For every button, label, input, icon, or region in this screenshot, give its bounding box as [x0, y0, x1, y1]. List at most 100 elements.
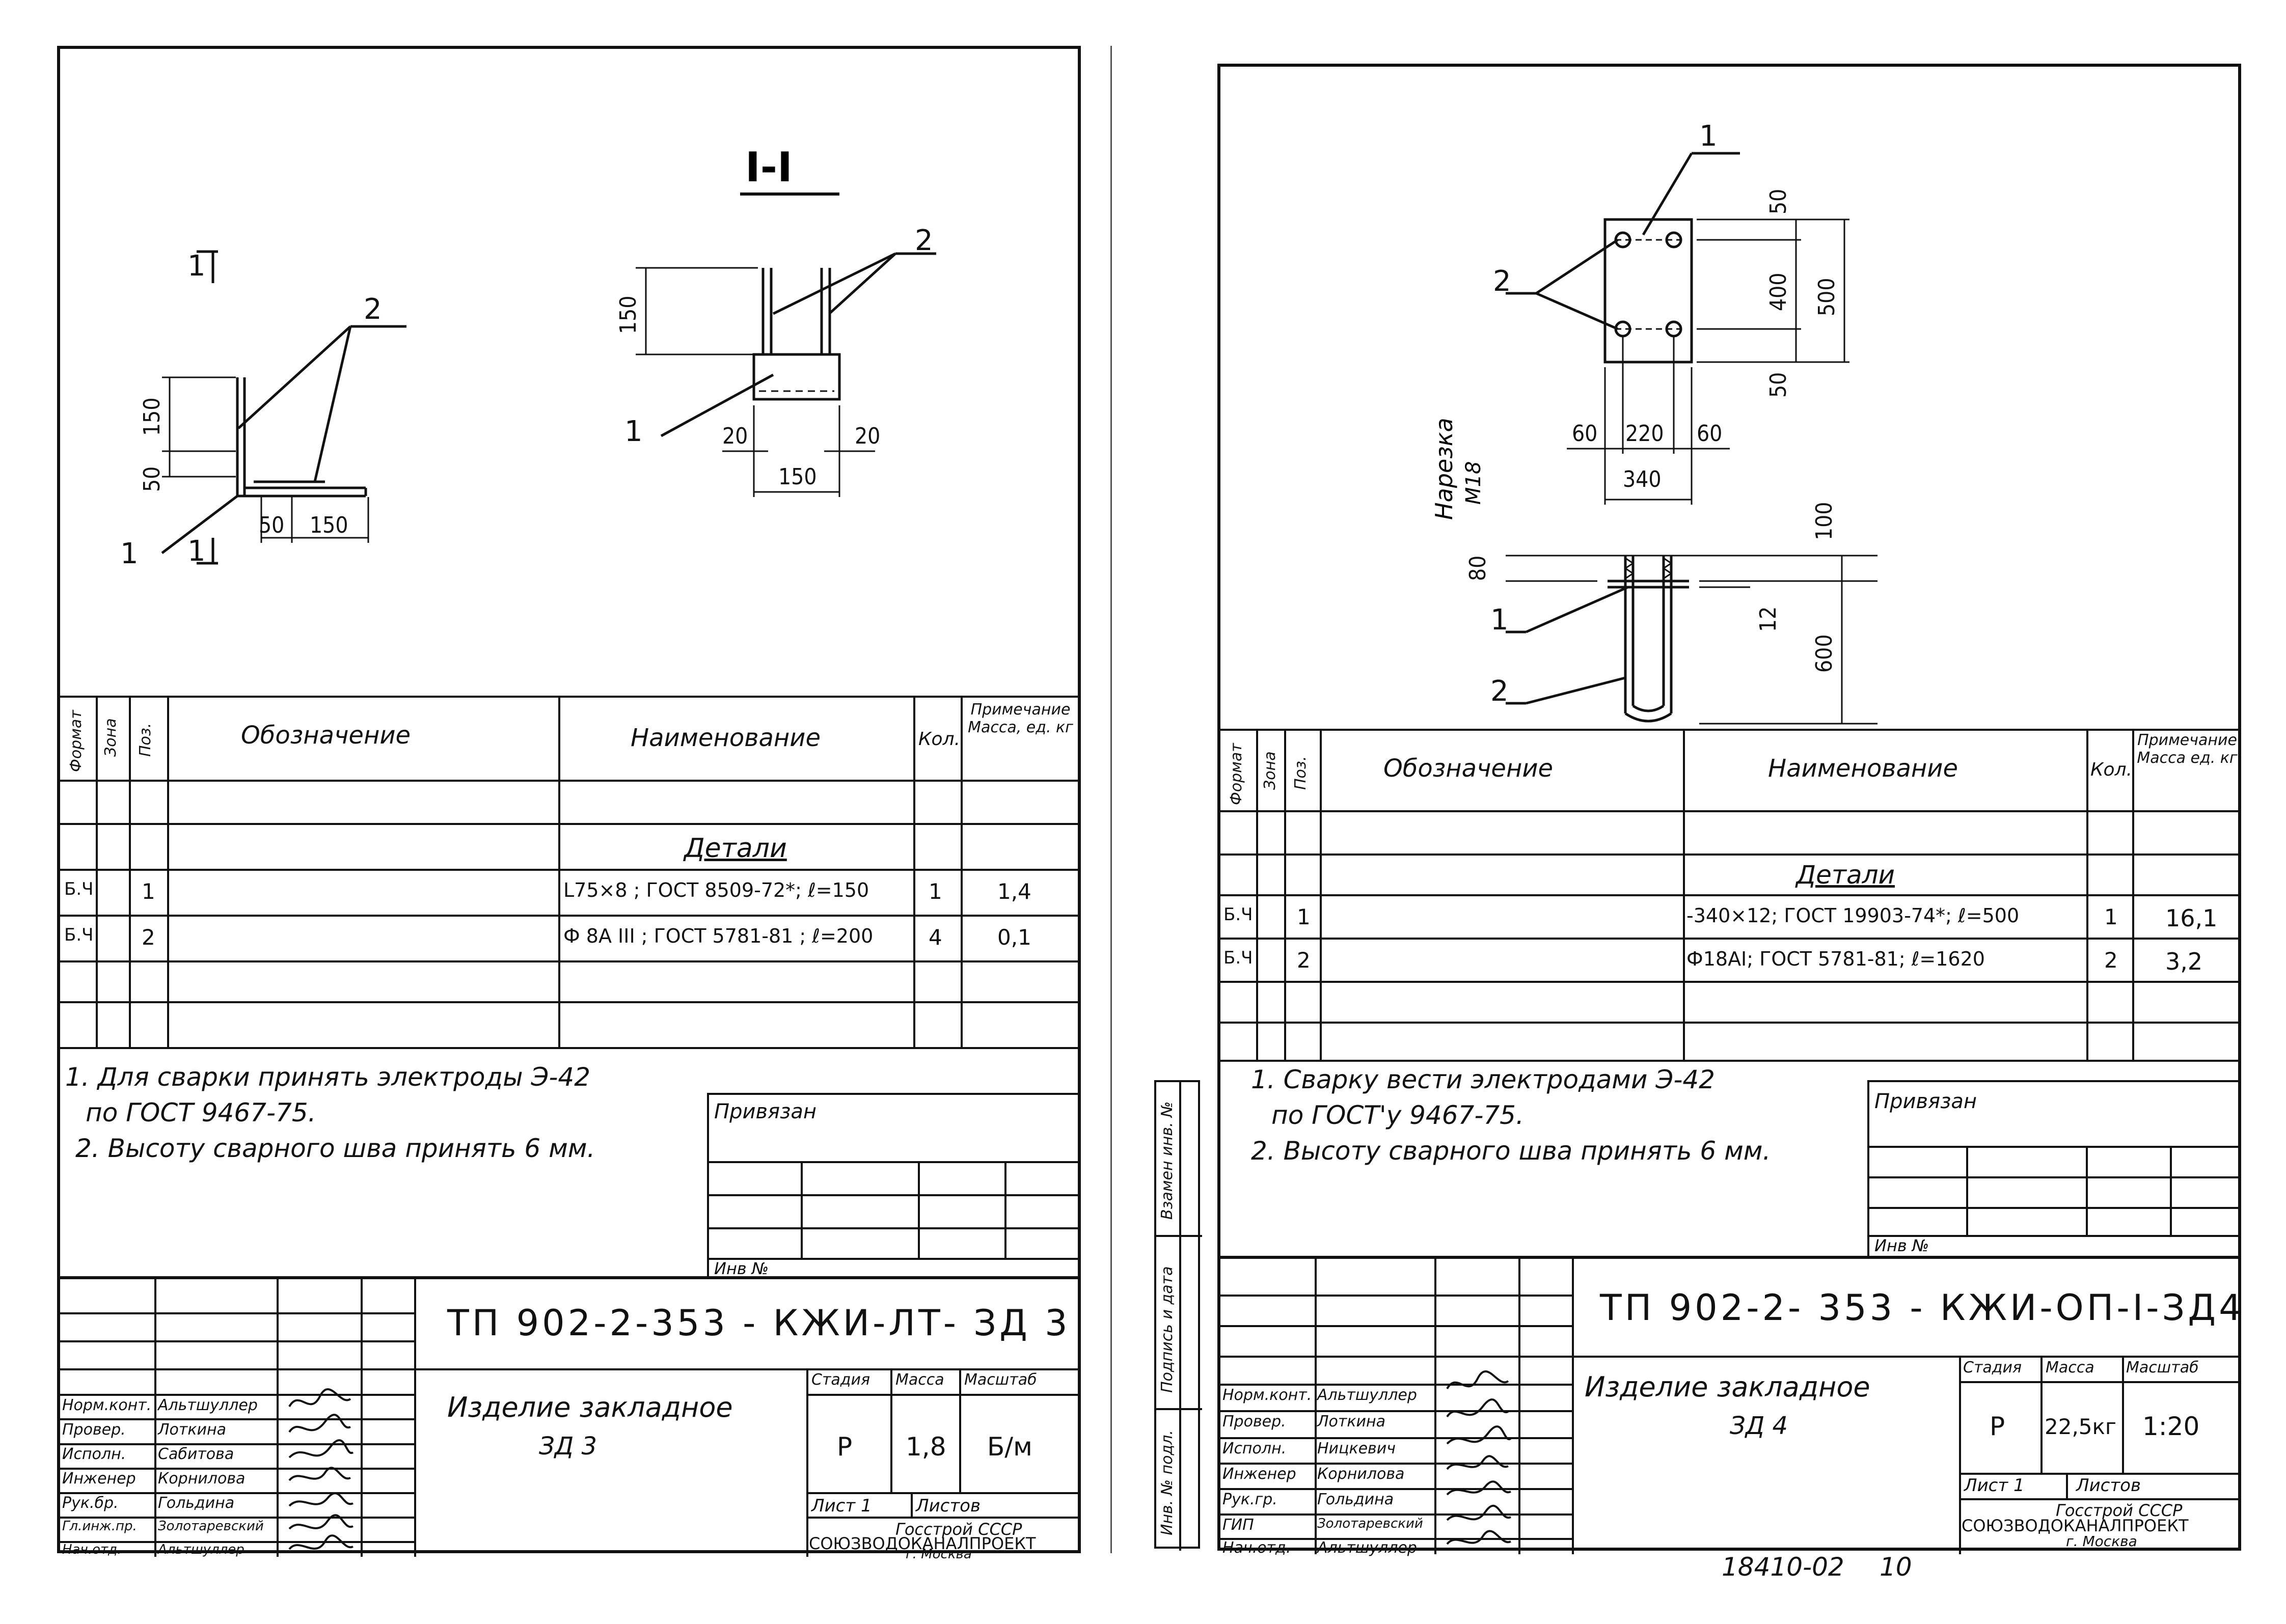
dim-400: 400: [1765, 272, 1791, 311]
sheet-left: 1 1 2 1 150 50 50 150 I-I 2 1 150 20 20 …: [57, 46, 1081, 1562]
label-pos1-side: 1: [1490, 603, 1509, 637]
header-designation: Обозначение: [241, 721, 411, 750]
row1-mass: 1,4: [997, 879, 1031, 904]
spec-table-left: Формат Зона Поз. Обозначение Наименовани…: [60, 696, 1079, 1052]
page-number: 10: [1880, 1552, 1912, 1582]
r-name-1: Лоткина: [1317, 1413, 1386, 1430]
dim-60b: 60: [1697, 421, 1722, 447]
product-name-left: Изделие закладное: [447, 1391, 733, 1423]
org3-right: г. Москва: [2066, 1533, 2137, 1550]
dim-150c: 150: [615, 295, 641, 334]
inv-label-r: Инв №: [1874, 1236, 1929, 1255]
bind-title: Привязан: [714, 1100, 817, 1123]
cut-mark-top: 1: [187, 250, 206, 283]
header-note-r: Примечание Масса ед. кг: [2137, 731, 2238, 767]
spec-section-label: Детали: [684, 833, 787, 864]
header-designation-r: Обозначение: [1383, 754, 1554, 783]
label-pos1-section: 1: [624, 415, 643, 448]
mass-label-right: Масса: [2046, 1359, 2094, 1377]
note-r-1: 1. Сварку вести электродами Э-42: [1251, 1065, 1715, 1094]
r-row1-format: Б.Ч: [1223, 904, 1253, 925]
bind-box-right: Привязан Инв №: [1867, 1080, 2241, 1258]
dim-50b: 50: [259, 512, 284, 538]
product-code-right: ЗД 4: [1730, 1412, 1788, 1440]
bind-title-r: Привязан: [1874, 1090, 1977, 1113]
stage-label-left: Стадия: [811, 1371, 870, 1389]
note-r-1b: по ГОСТ'у 9467-75.: [1271, 1100, 1524, 1130]
row2-mass: 0,1: [997, 925, 1031, 950]
header-note: Примечание Масса, ед. кг: [968, 701, 1073, 736]
signatures-left: [288, 1388, 354, 1550]
dim-100: 100: [1811, 502, 1837, 540]
stamp-inv-orig: Инв. № подл.: [1158, 1430, 1176, 1535]
org1-right: Госстрой СССР: [2056, 1501, 2183, 1520]
mass-right: 22,5кг: [2045, 1414, 2116, 1439]
spec-table-right: Формат Зона Поз. Обозначение Наименовани…: [1220, 729, 2239, 1065]
scale-left: Б/м: [987, 1432, 1032, 1462]
r-role-3: Инженер: [1222, 1465, 1296, 1483]
name-5: Золотаревский: [158, 1519, 264, 1534]
label-pos1-plan: 1: [1699, 120, 1718, 153]
thread-label: Нарезка: [1430, 418, 1458, 520]
dim-50a: 50: [139, 466, 165, 492]
header-zone: Зона: [102, 718, 120, 757]
role-6: Нач.отд.: [62, 1542, 122, 1557]
stage-label-right: Стадия: [1963, 1359, 2022, 1377]
dim-20a: 20: [722, 423, 748, 449]
drawing-zd3: 1 1 2 1 150 50 50 150 I-I 2 1 150 20 20 …: [120, 144, 936, 570]
bind-box-left: Привязан Инв №: [707, 1093, 1081, 1278]
header-format-r: Формат: [1228, 743, 1245, 805]
r-name-0: Альтшуллер: [1317, 1386, 1417, 1404]
r-name-4: Гольдина: [1317, 1491, 1394, 1508]
scale-label-left: Масштаб: [964, 1371, 1037, 1389]
r-row1-name: -340×12; ГОСТ 19903-74*; ℓ=500: [1686, 904, 2020, 927]
note-2: 2. Высоту сварного шва принять 6 мм.: [75, 1134, 595, 1163]
stage-right: Р: [1990, 1412, 2005, 1441]
dim-150a: 150: [139, 397, 165, 436]
header-qty-r: Кол.: [2090, 759, 2133, 780]
row2-pos: 2: [142, 925, 155, 950]
dim-150d: 150: [778, 464, 817, 490]
dim-50b-r: 50: [1765, 372, 1791, 398]
product-name-right: Изделие закладное: [1585, 1371, 1870, 1403]
role-5: Гл.инж.пр.: [62, 1519, 137, 1534]
row1-pos: 1: [142, 879, 155, 904]
name-3: Корнилова: [158, 1470, 246, 1488]
mass-label-left: Масса: [895, 1371, 944, 1389]
note-r-2: 2. Высоту сварного шва принять 6 мм.: [1251, 1136, 1771, 1166]
scale-label-right: Масштаб: [2126, 1359, 2199, 1377]
name-6: Альтшуллер: [158, 1542, 244, 1557]
r-name-3: Корнилова: [1317, 1465, 1405, 1483]
r-name-5: Золотаревский: [1317, 1516, 1423, 1531]
header-zone-r: Зона: [1261, 751, 1279, 790]
header-name-r: Наименование: [1768, 754, 1958, 783]
role-3: Инженер: [62, 1470, 136, 1488]
role-0: Норм.конт.: [62, 1396, 152, 1414]
r-row2-mass: 3,2: [2165, 948, 2203, 975]
r-role-6: Нач.отд.: [1222, 1539, 1291, 1557]
signatures-right: [1446, 1370, 1512, 1545]
sheet-label-right: Лист 1: [1964, 1475, 2025, 1496]
mass-left: 1,8: [906, 1432, 946, 1462]
doc-code-right: ТП 902-2- 353 - КЖИ-ОП-I-ЗД4: [1600, 1287, 2245, 1329]
doc-code-left: ТП 902-2-353 - КЖИ-ЛТ- ЗД 3: [447, 1302, 1071, 1344]
dim-80: 80: [1465, 556, 1491, 581]
page-fold: [1110, 46, 1112, 1553]
stamp-sign-date: Подпись и дата: [1158, 1266, 1176, 1393]
title-block-left: ТП 902-2-353 - КЖИ-ЛТ- ЗД 3 Изделие закл…: [60, 1276, 1079, 1562]
header-pos: Поз.: [137, 723, 154, 757]
dim-500: 500: [1814, 278, 1840, 316]
header-name: Наименование: [631, 724, 821, 752]
sheet-right: 1 2 1 2 50 400 500 50 60 220 60 340 Наре…: [1154, 64, 2242, 1557]
org1-left: Госстрой СССР: [895, 1520, 1022, 1539]
dim-220: 220: [1625, 421, 1664, 447]
r-name-6: Альтшуллер: [1317, 1539, 1417, 1557]
role-4: Рук.бр.: [62, 1494, 119, 1512]
scale-right: 1:20: [2142, 1412, 2200, 1441]
r-role-5: ГИП: [1222, 1516, 1254, 1534]
row1-format: Б.Ч: [64, 879, 94, 899]
r-role-0: Норм.конт.: [1222, 1386, 1312, 1404]
row1-qty: 1: [929, 879, 942, 904]
section-title: I-I: [745, 144, 793, 191]
r-row1-mass: 16,1: [2165, 904, 2218, 932]
